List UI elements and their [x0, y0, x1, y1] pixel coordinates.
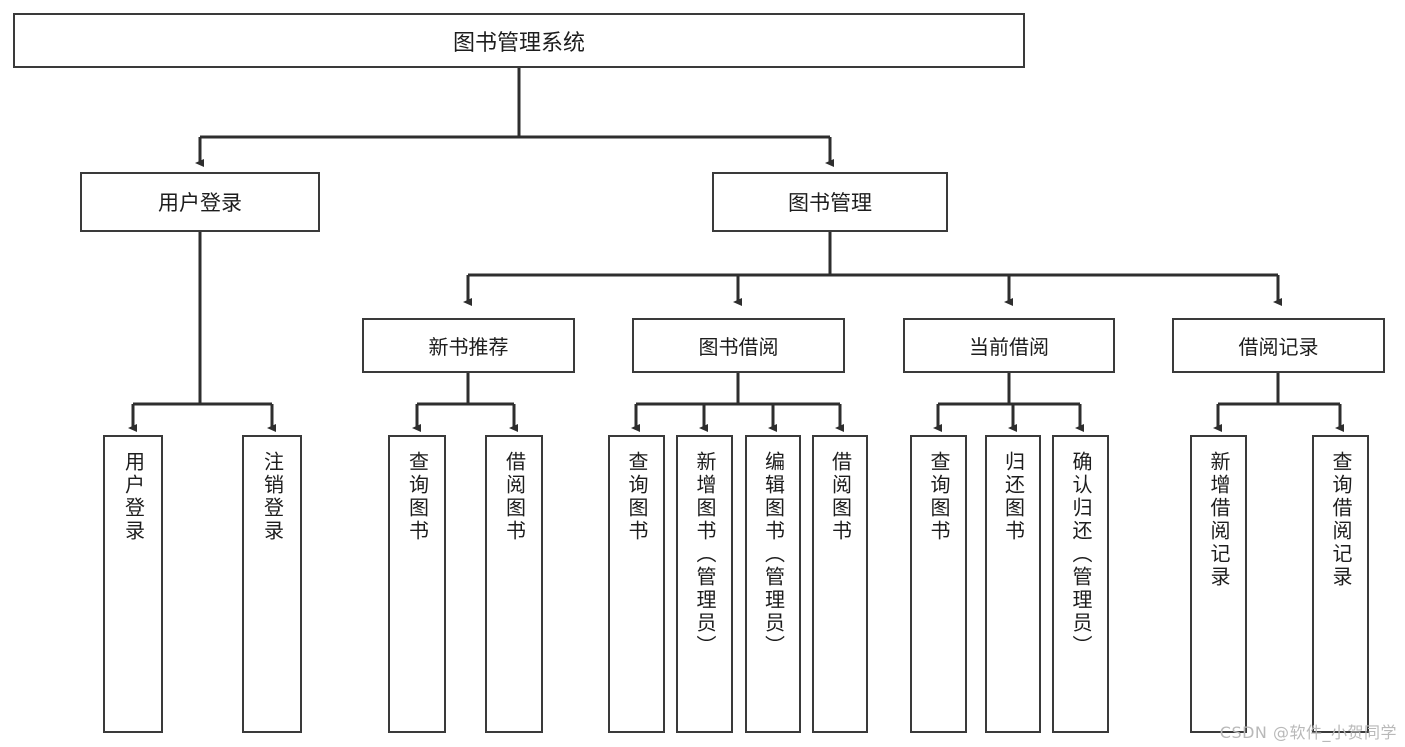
leaf-edit-book-admin-label: 编辑图书（管理员） — [761, 451, 786, 658]
leaf-query-borrow-record-label: 查询借阅记录 — [1329, 451, 1353, 589]
leaf-user-login[interactable]: 用户登录 — [103, 435, 163, 733]
leaf-query-book-current[interactable]: 查询图书 — [910, 435, 967, 733]
leaf-borrow-book[interactable]: 借阅图书 — [812, 435, 868, 733]
leaf-logout-label: 注销登录 — [260, 451, 285, 543]
node-current-borrow[interactable]: 当前借阅 — [903, 318, 1115, 373]
leaf-edit-book-admin[interactable]: 编辑图书（管理员） — [745, 435, 801, 733]
node-borrow-record[interactable]: 借阅记录 — [1172, 318, 1385, 373]
leaf-add-book-admin-label: 新增图书（管理员） — [693, 451, 717, 658]
leaf-confirm-return-admin-label: 确认归还（管理员） — [1069, 451, 1093, 658]
leaf-add-borrow-record-label: 新增借阅记录 — [1207, 451, 1231, 589]
leaf-borrow-book-label: 借阅图书 — [828, 451, 853, 543]
leaf-query-book-current-label: 查询图书 — [927, 451, 951, 543]
leaf-return-book-label: 归还图书 — [1001, 451, 1026, 543]
node-root[interactable]: 图书管理系统 — [13, 13, 1025, 68]
leaf-query-book-recommend[interactable]: 查询图书 — [388, 435, 446, 733]
leaf-query-book-borrow[interactable]: 查询图书 — [608, 435, 665, 733]
leaf-user-login-label: 用户登录 — [121, 451, 146, 543]
node-new-book-recommend-label: 新书推荐 — [428, 335, 509, 359]
leaf-logout[interactable]: 注销登录 — [242, 435, 302, 733]
node-root-label: 图书管理系统 — [452, 30, 585, 56]
node-user-login[interactable]: 用户登录 — [80, 172, 320, 232]
leaf-query-borrow-record[interactable]: 查询借阅记录 — [1312, 435, 1369, 733]
leaf-add-borrow-record[interactable]: 新增借阅记录 — [1190, 435, 1247, 733]
node-book-management-label: 图书管理 — [788, 191, 872, 215]
node-current-borrow-label: 当前借阅 — [969, 335, 1049, 359]
node-user-login-label: 用户登录 — [158, 191, 242, 215]
node-book-borrow-label: 图书借阅 — [698, 335, 779, 359]
node-new-book-recommend[interactable]: 新书推荐 — [362, 318, 575, 373]
node-book-management[interactable]: 图书管理 — [712, 172, 948, 232]
leaf-return-book[interactable]: 归还图书 — [985, 435, 1041, 733]
leaf-add-book-admin[interactable]: 新增图书（管理员） — [676, 435, 733, 733]
node-borrow-record-label: 借阅记录 — [1238, 335, 1319, 359]
leaf-borrow-book-recommend-label: 借阅图书 — [502, 451, 527, 543]
leaf-confirm-return-admin[interactable]: 确认归还（管理员） — [1052, 435, 1109, 733]
node-book-borrow[interactable]: 图书借阅 — [632, 318, 845, 373]
leaf-query-book-borrow-label: 查询图书 — [625, 451, 649, 543]
watermark: CSDN @软件_小贺同学 — [1219, 723, 1397, 742]
leaf-borrow-book-recommend[interactable]: 借阅图书 — [485, 435, 543, 733]
leaf-query-book-recommend-label: 查询图书 — [405, 451, 430, 543]
